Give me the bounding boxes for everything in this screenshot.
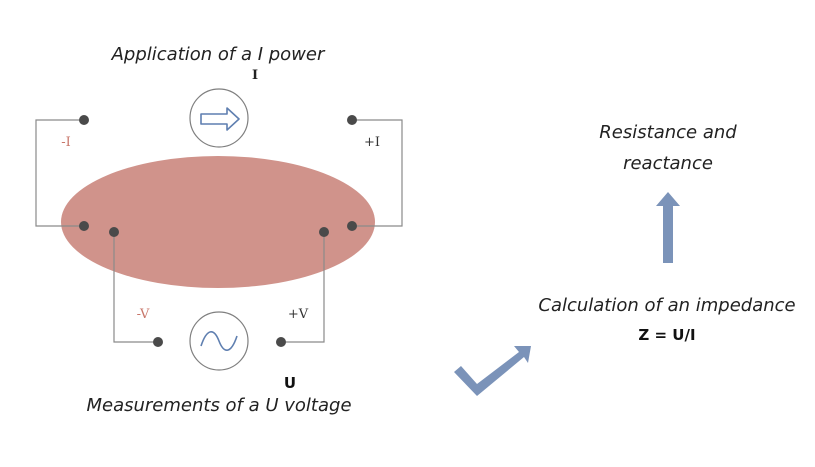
label-minus-current: -I [61,135,71,150]
terminal-voltage-minus-bottom [153,337,163,347]
terminal-current-minus-top [79,115,89,125]
title-current: Application of a I power [111,44,326,65]
terminal-voltage-plus-sample [319,227,329,237]
current-wire-left [35,119,84,227]
checkmark-arrow-icon [454,346,531,396]
terminal-current-plus-top [347,115,357,125]
result-line2: reactance [623,153,713,174]
label-plus-current: +I [364,135,380,150]
terminal-current-minus-sample [79,221,89,231]
voltage-wire-left [113,232,157,343]
terminal-voltage-minus-sample [109,227,119,237]
calculation-formula: Z = U/I [638,326,695,344]
label-plus-voltage: +V [288,307,309,322]
calculation-line1: Calculation of an impedance [538,295,795,316]
symbol-voltage: U [284,374,296,392]
voltage-wire-right [281,232,325,343]
voltmeter-symbol [189,311,249,371]
label-minus-voltage: -V [137,307,150,322]
sine-wave-icon [200,331,238,351]
current-source-symbol [189,88,249,148]
up-arrow-icon [656,192,680,263]
symbol-current: I [252,68,258,83]
result-line1: Resistance and [599,122,737,143]
current-wire-right [352,119,403,227]
terminal-voltage-plus-bottom [276,337,286,347]
sample-ellipse [61,156,375,288]
title-voltage: Measurements of a U voltage [86,395,351,416]
right-arrow-icon [200,107,240,131]
terminal-current-plus-sample [347,221,357,231]
